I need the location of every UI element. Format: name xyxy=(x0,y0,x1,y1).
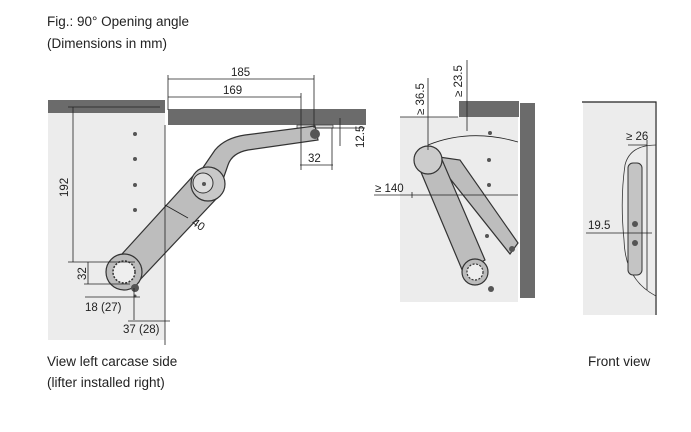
carcase-side-panel xyxy=(48,100,165,340)
upper-arm xyxy=(199,125,319,189)
front-panel xyxy=(583,102,655,315)
dim-19-5: 19.5 xyxy=(588,220,610,232)
pivot-joint-open xyxy=(413,145,443,175)
figure-subtitle: (Dimensions in mm) xyxy=(47,36,168,51)
dim-37-28: 37 (28) xyxy=(123,324,160,336)
dim-192: 192 xyxy=(59,178,71,197)
dim-12-5: 12.5 xyxy=(355,126,367,148)
dim-169: 169 xyxy=(223,85,242,97)
side-view-sublabel: (lifter installed right) xyxy=(47,375,165,390)
dim-26: ≥ 26 xyxy=(626,131,648,143)
flap-pivot xyxy=(310,129,320,139)
dim-23-5: ≥ 23.5 xyxy=(453,65,465,97)
front-view-label: Front view xyxy=(588,354,651,369)
mount-screw xyxy=(131,284,139,292)
carcase-top-2 xyxy=(459,101,519,117)
upper-arm-open xyxy=(430,155,519,255)
dim-32-bottom: 32 xyxy=(77,267,89,280)
dim-18-27: 18 (27) xyxy=(85,302,122,314)
figure-title: Fig.: 90° Opening angle xyxy=(47,14,189,29)
flap-board-open xyxy=(520,103,535,298)
lifter-front xyxy=(627,162,643,276)
flap-board xyxy=(168,109,366,125)
dim-140: ≥ 140 xyxy=(375,183,404,195)
dim-36-5: ≥ 36.5 xyxy=(415,83,427,115)
spring-gear xyxy=(112,260,136,284)
dim-32-top: 32 xyxy=(308,153,321,165)
carcase-top xyxy=(48,100,165,113)
side-view-left: 185 169 12.5 32 192 40 32 18 (27) 37 (28… xyxy=(48,67,367,345)
dim-185: 185 xyxy=(231,67,250,79)
side-view-label: View left carcase side xyxy=(47,354,178,369)
front-view: ≥ 26 19.5 xyxy=(582,101,657,315)
opening-arc xyxy=(427,135,519,146)
side-view-open: ≥ 36.5 ≥ 23.5 ≥ 140 xyxy=(374,60,535,302)
